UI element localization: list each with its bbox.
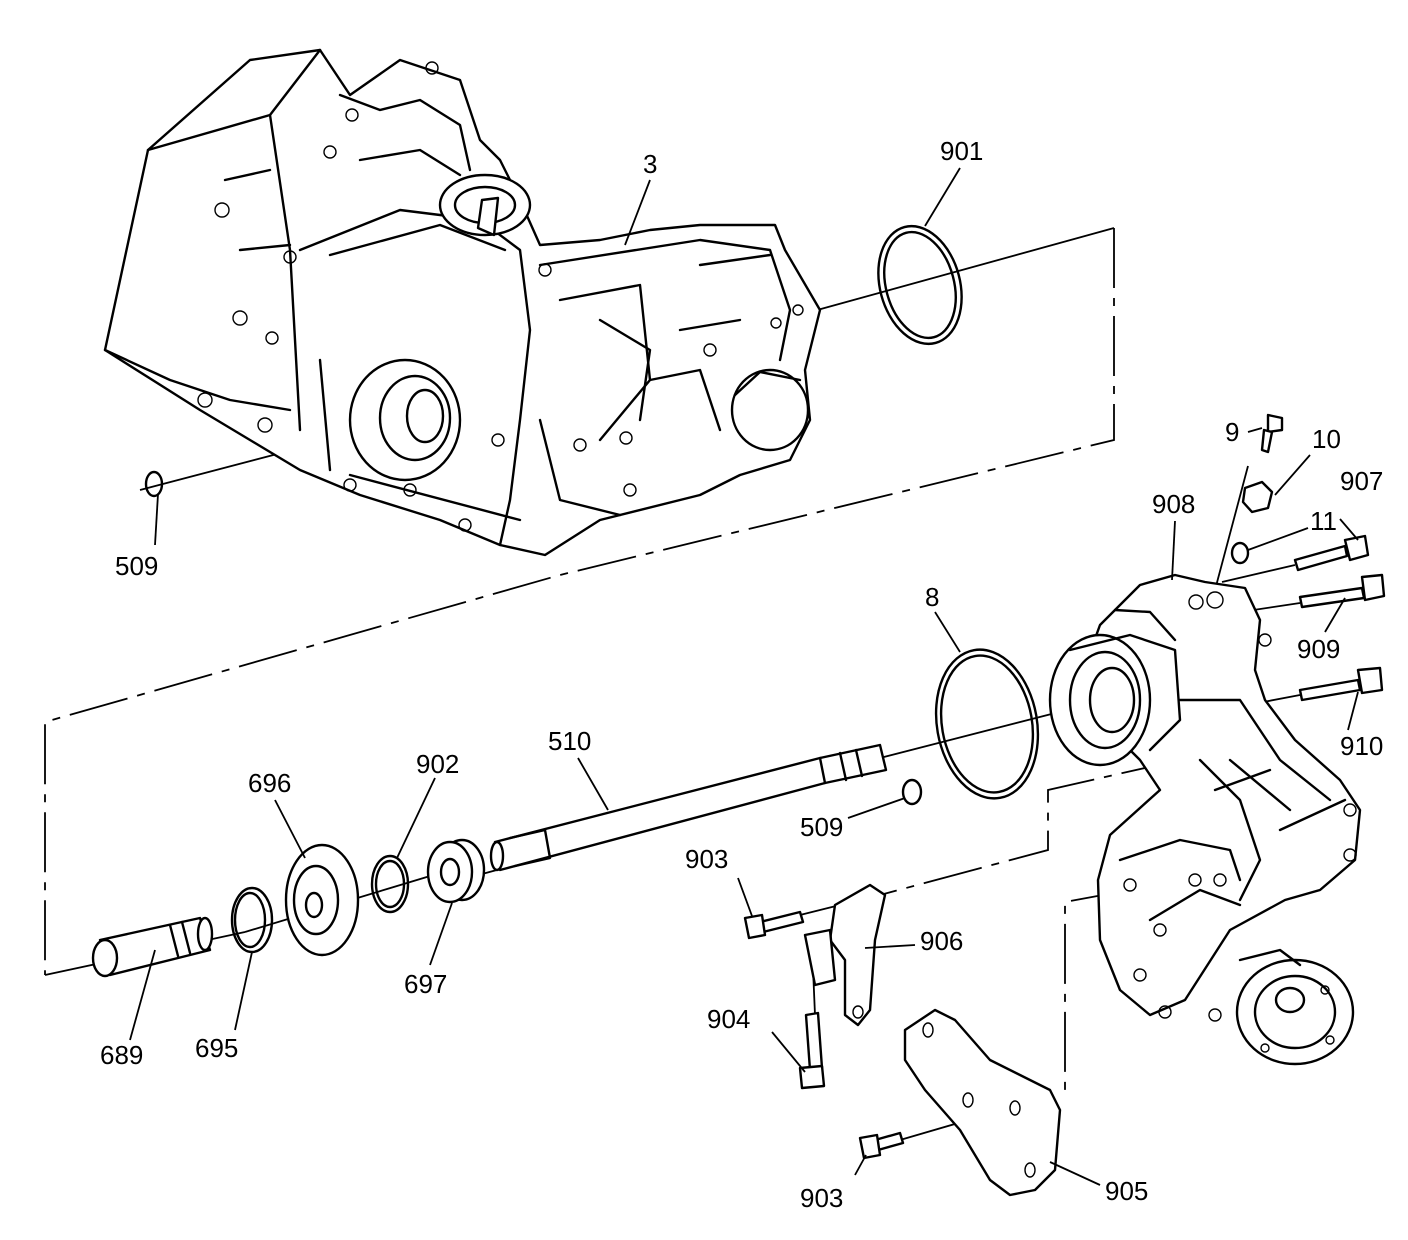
transfer-case-housing (1048, 573, 1362, 1066)
callout-697: 697 (404, 969, 447, 999)
callout-10: 10 (1312, 424, 1341, 454)
plug-10 (1241, 480, 1274, 514)
bolt-907 (1293, 534, 1370, 572)
seal-ring-901 (877, 224, 963, 346)
callout-509-upper: 509 (115, 551, 158, 581)
callout-9: 9 (1225, 417, 1239, 447)
snap-ring-509-upper (144, 470, 164, 498)
callout-11: 11 (1310, 506, 1337, 536)
bolt-903-upper (743, 910, 805, 940)
callout-906: 906 (920, 926, 963, 956)
washer-11 (1230, 541, 1250, 565)
thrust-washer-695 (230, 886, 274, 954)
bolt-904 (798, 1011, 826, 1090)
callout-689: 689 (100, 1040, 143, 1070)
gasket-ring-8 (934, 648, 1040, 800)
callout-903-lower: 903 (800, 1183, 843, 1213)
bolt-910 (1298, 666, 1384, 702)
callout-909: 909 (1297, 634, 1340, 664)
callout-908: 908 (1152, 489, 1195, 519)
callout-903-upper: 903 (685, 844, 728, 874)
transmission-case (103, 48, 822, 557)
callout-902: 902 (416, 749, 459, 779)
callout-695: 695 (195, 1033, 238, 1063)
snap-ring-902 (370, 854, 410, 914)
output-shaft-689 (91, 916, 214, 978)
callout-901: 901 (940, 136, 983, 166)
bolt-909 (1298, 573, 1386, 609)
bracket-905 (903, 1008, 1062, 1197)
sprocket-696 (284, 843, 360, 957)
callout-510: 510 (548, 726, 591, 756)
callout-3: 3 (643, 149, 657, 179)
callout-labels: 3 901 509 9 10 907 908 11 8 909 910 510 … (100, 136, 1383, 1213)
bracket-906 (803, 883, 887, 1027)
callout-509-lower: 509 (800, 812, 843, 842)
callout-910: 910 (1340, 731, 1383, 761)
shaft-510 (489, 743, 888, 872)
callout-905: 905 (1105, 1176, 1148, 1206)
leader-lines (129, 167, 1359, 1186)
callout-907: 907 (1340, 466, 1383, 496)
callout-904: 904 (707, 1004, 750, 1034)
callout-8: 8 (925, 582, 939, 612)
callout-696: 696 (248, 768, 291, 798)
gear-697 (426, 838, 486, 904)
bolt-9 (1260, 413, 1284, 454)
snap-ring-509-lower (901, 778, 923, 806)
bolt-903-lower (858, 1131, 905, 1160)
